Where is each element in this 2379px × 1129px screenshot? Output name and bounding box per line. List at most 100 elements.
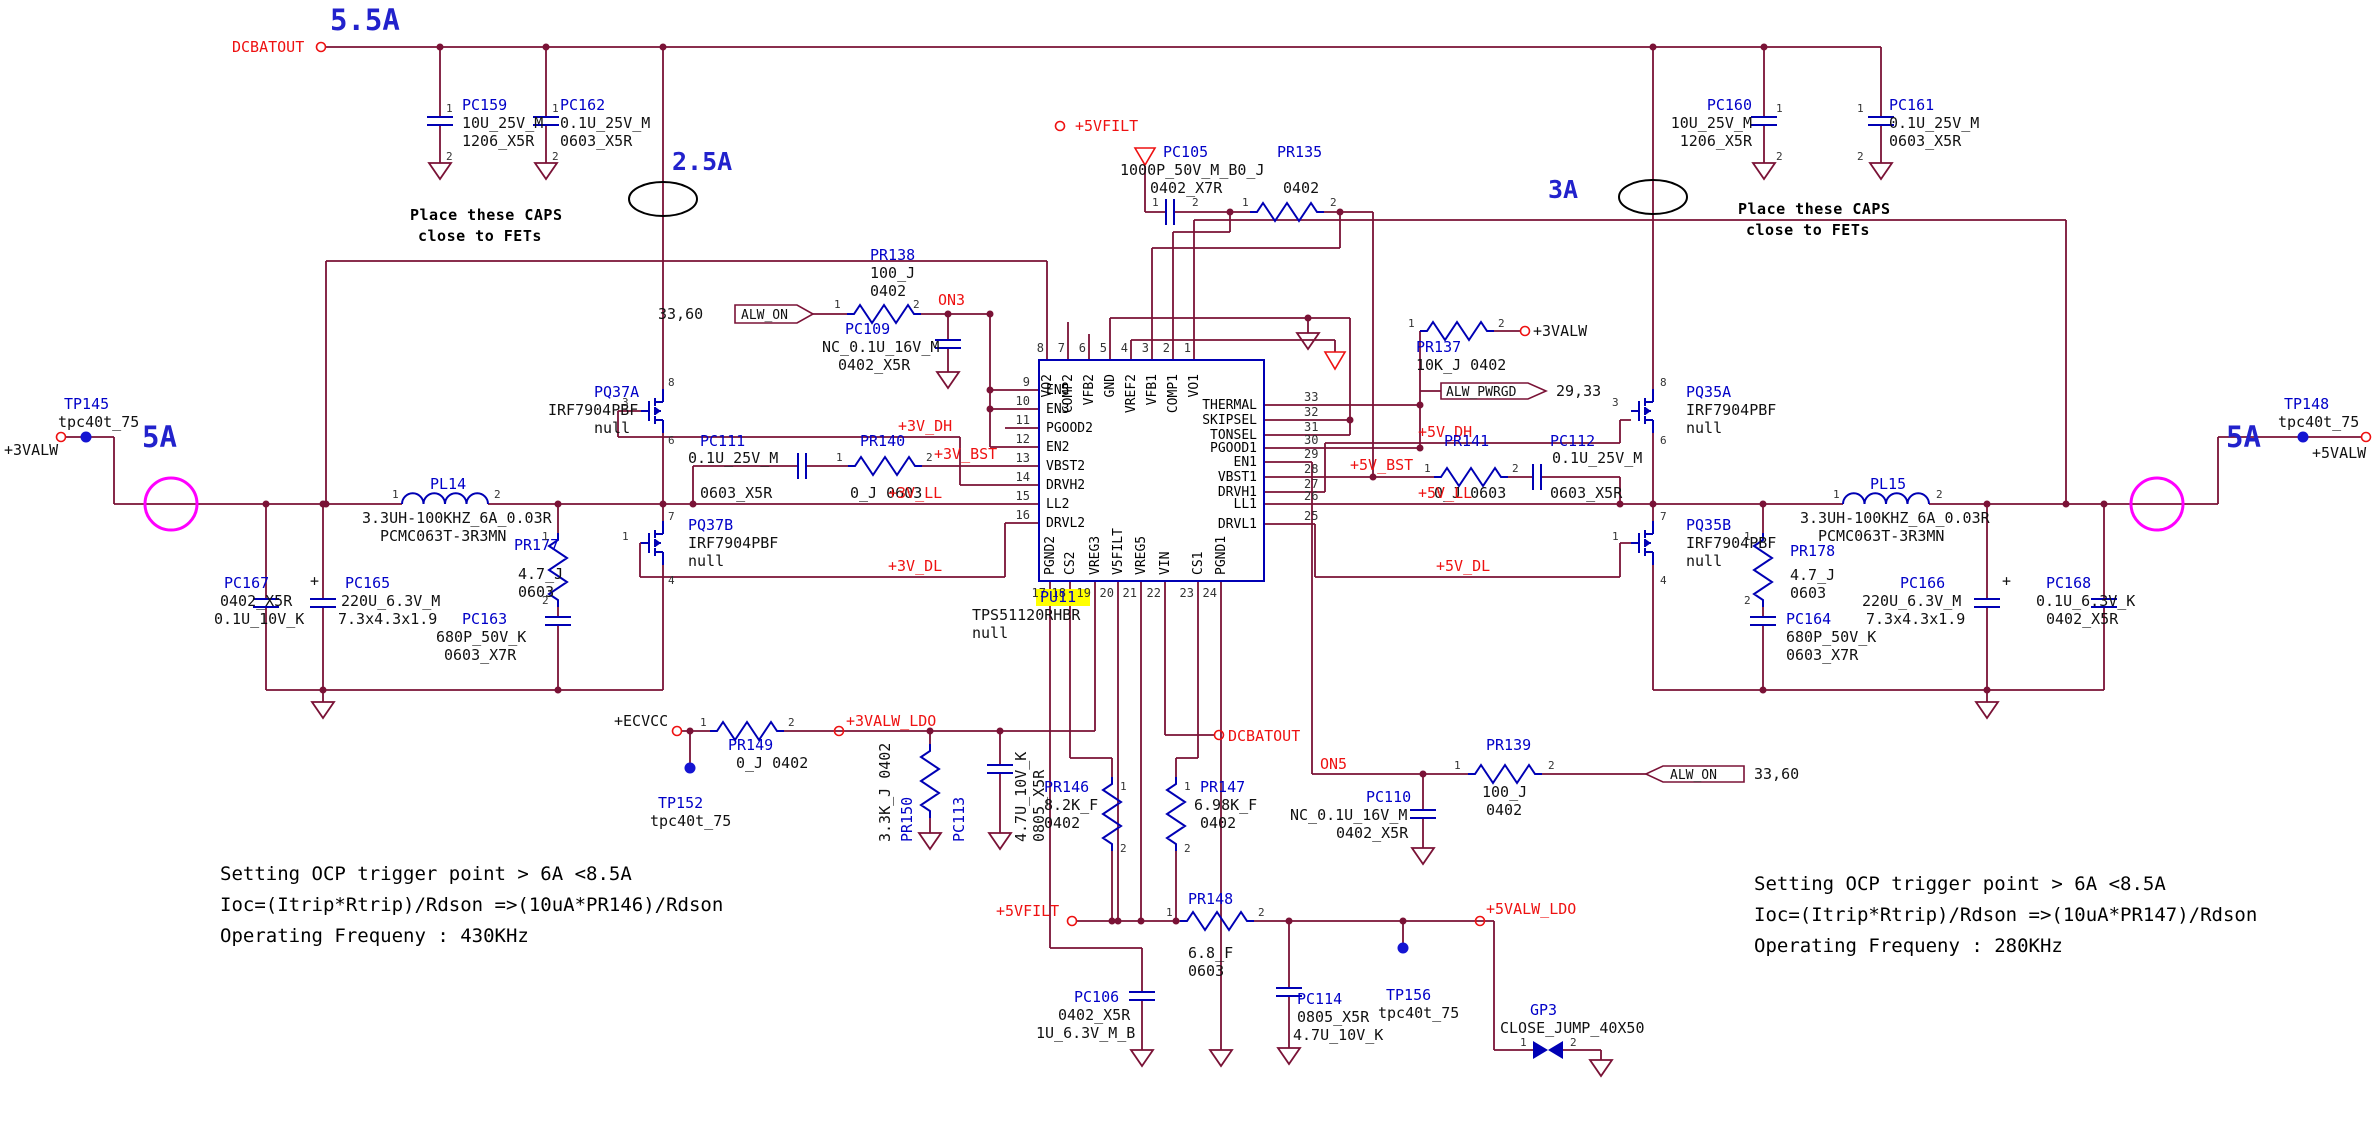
label-gp3: GP3 [1530,1001,1557,1019]
label-17: 17 [1032,586,1046,600]
label-irf7904pbf: IRF7904PBF [1686,401,1776,419]
offpage-5valw [2360,431,2372,443]
label-22: 22 [1147,586,1161,600]
current-label-5a-right: 5A [2226,420,2261,454]
label-8: 8 [668,376,675,389]
mosfet-pq37a[interactable] [640,388,664,434]
label-null: null [972,624,1008,642]
port-5valw-output: +5VALW [2312,444,2367,462]
label-drvl2: DRVL2 [1046,516,1085,531]
label-220u-6-3v-m: 220U_6.3V_M [1862,592,1961,610]
label-pr137: PR137 [1416,338,1461,356]
test-points[interactable] [80,431,2309,954]
label-7-3x4-3x1-9: 7.3x4.3x1.9 [1866,610,1965,628]
label-29: 29 [1304,447,1318,461]
label-5: 5 [1100,341,1107,355]
label-0603: 0603 [518,583,554,601]
label-vreg5: VREG5 [1134,536,1149,575]
label-0402-x5r: 0402_X5R [220,592,293,610]
label-vbst1: VBST1 [1218,470,1257,485]
label-pr177: PR177 [514,536,559,554]
ocp-note-right-3: Operating Frequeny : 280KHz [1754,935,2063,957]
label-comp1: COMP1 [1166,374,1181,413]
ocp-note-left-3: Operating Frequeny : 430KHz [220,925,529,947]
label-1: 1 [834,298,841,311]
label-1: 1 [1857,102,1864,115]
label-1: 1 [1612,530,1619,543]
label-2: 2 [1570,1036,1577,1049]
text-labels-layer: 5.5ADCBATOUTPC15910U_25V_M1206_X5R12PC16… [4,3,2367,1049]
label-1206-x5r: 1206_X5R [1680,132,1753,150]
mosfet-pq35b[interactable] [1630,520,1654,566]
sheet-ref-33-60-right: 33,60 [1754,765,1799,783]
label-2: 2 [1548,759,1555,772]
offpage-dcbatout-top [315,41,327,53]
label-pr139: PR139 [1486,736,1531,754]
label-1: 1 [1184,341,1191,355]
label-ll2: LL2 [1046,497,1069,512]
label-100-j: 100_J [1482,783,1527,801]
label-27: 27 [1304,477,1318,491]
polarity-plus-pc166: + [2002,572,2011,590]
offpage-ecvcc [671,725,683,737]
label-pcmc063t-3r3mn: PCMC063T-3R3MN [380,527,506,545]
label-15: 15 [1016,489,1030,503]
label-tp148: TP148 [2284,395,2329,413]
label-pr138: PR138 [870,246,915,264]
label-6: 6 [1660,434,1667,447]
jumper-gp3[interactable] [1533,1041,1563,1059]
label-thermal: THERMAL [1202,398,1257,413]
ic-tps51120-outline[interactable] [1038,359,1265,582]
label-pgood1: PGOOD1 [1210,441,1257,456]
net-label-3valw-ldo: +3VALW_LDO [846,712,936,730]
mosfet-pq35a[interactable] [1630,388,1654,434]
ocp-note-right-1: Setting OCP trigger point > 6A <8.5A [1754,873,2166,895]
label-2: 2 [494,488,501,501]
mosfet-pq37b[interactable] [640,520,664,566]
label-1: 1 [1408,317,1415,330]
label-drvl1: DRVL1 [1218,517,1257,532]
label-pc114: PC114 [1297,990,1342,1008]
label-pr150: PR150 [898,797,916,842]
label-en3: EN3 [1046,402,1069,417]
label-4: 4 [1121,341,1128,355]
ocp-note-left-2: Ioc=(Itrip*Rtrip)/Rdson =>(10uA*PR146)/R… [220,894,723,916]
label-pc105: PC105 [1163,143,1208,161]
label-10u-25v-m: 10U_25V_M [462,114,543,132]
label-en1: EN1 [1234,455,1257,470]
label-null: null [1686,419,1722,437]
label-1: 1 [1454,759,1461,772]
label-2: 2 [1857,150,1864,163]
label-pc165: PC165 [345,574,390,592]
label-en2: EN2 [1046,440,1069,455]
label-0603-x7r: 0603_X7R [444,646,517,664]
label-0603-x5r: 0603_X5R [700,484,773,502]
label-3: 3 [1612,396,1619,409]
label-7: 7 [668,510,675,523]
label-2: 2 [1776,150,1783,163]
label-tpc40t-75: tpc40t_75 [58,413,139,431]
label-pr141: PR141 [1444,432,1489,450]
label-pgnd2: PGND2 [1043,536,1058,575]
label-0-1u-25v-m: 0.1U_25V_M [560,114,650,132]
label-0805-x5r: 0805_X5R [1297,1008,1370,1026]
label-1: 1 [622,530,629,543]
power-port-triangles [1133,147,1347,371]
label-9: 9 [1023,375,1030,389]
label-irf7904pbf: IRF7904PBF [548,401,638,419]
label-25: 25 [1304,509,1318,523]
label-2: 2 [1512,462,1519,475]
label-tpc40t-75: tpc40t_75 [1378,1004,1459,1022]
label-23: 23 [1180,586,1194,600]
label-5v-dl: +5V_DL [1436,557,1490,575]
label-7: 7 [1058,341,1065,355]
label-tp145: TP145 [64,395,109,413]
label-0603: 0603 [1790,584,1826,602]
testpoint-tp148 [2297,431,2309,443]
testpoint-tp156 [1397,942,1409,954]
current-ellipse-2p5a [628,181,698,217]
label-0402-x7r: 0402_X7R [1150,179,1223,197]
net-label-5vfilt-bottom: +5VFILT [996,902,1059,920]
